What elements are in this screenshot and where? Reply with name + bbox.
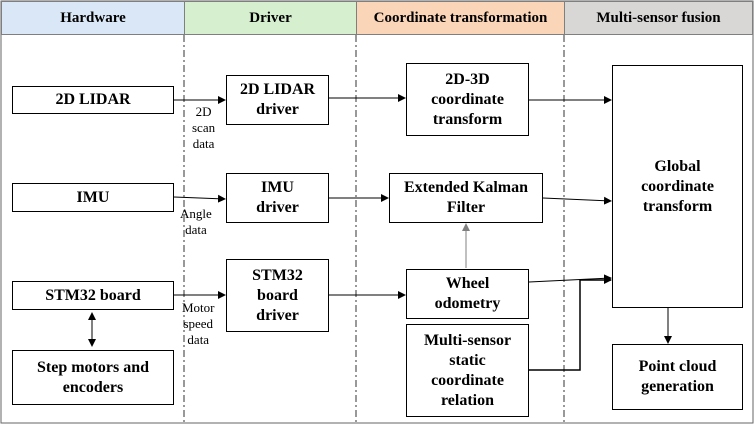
node-2d-3d-coordinate-transform: 2D-3D coordinate transform [406, 63, 529, 136]
node-2d-lidar-driver: 2D LIDAR driver [226, 75, 329, 125]
node-2d-lidar: 2D LIDAR [12, 86, 174, 114]
node-stm32-board-driver: STM32 board driver [226, 259, 329, 332]
arrow-static-relation-to-global [529, 276, 612, 371]
label-2d-scan-data: 2D scan data [192, 104, 216, 151]
arrow-ekf-to-global [542, 196, 612, 205]
node-multi-sensor-static-coordinate-relation: Multi-sensor static coordinate relation [406, 324, 529, 417]
label-motor-speed-data: Motor speed data [182, 300, 215, 347]
arrow-imu-to-driver [173, 194, 226, 203]
node-imu-driver: IMU driver [226, 173, 329, 223]
node-wheel-odometry: Wheel odometry [406, 269, 529, 319]
arrow-odometry-to-global [528, 274, 612, 283]
node-step-motors-encoders: Step motors and encoders [12, 350, 174, 405]
header-multi-sensor-fusion: Multi-sensor fusion [564, 1, 753, 35]
header-driver: Driver [184, 1, 357, 35]
node-point-cloud-generation: Point cloud generation [612, 344, 743, 410]
header-coordinate-transformation: Coordinate transformation [356, 1, 565, 35]
node-extended-kalman-filter: Extended Kalman Filter [389, 173, 543, 223]
node-global-coordinate-transform: Global coordinate transform [612, 65, 743, 308]
header-hardware: Hardware [1, 1, 185, 35]
label-angle-data: Angle data [180, 206, 212, 237]
node-stm32-board: STM32 board [12, 281, 174, 310]
node-imu: IMU [12, 183, 174, 212]
